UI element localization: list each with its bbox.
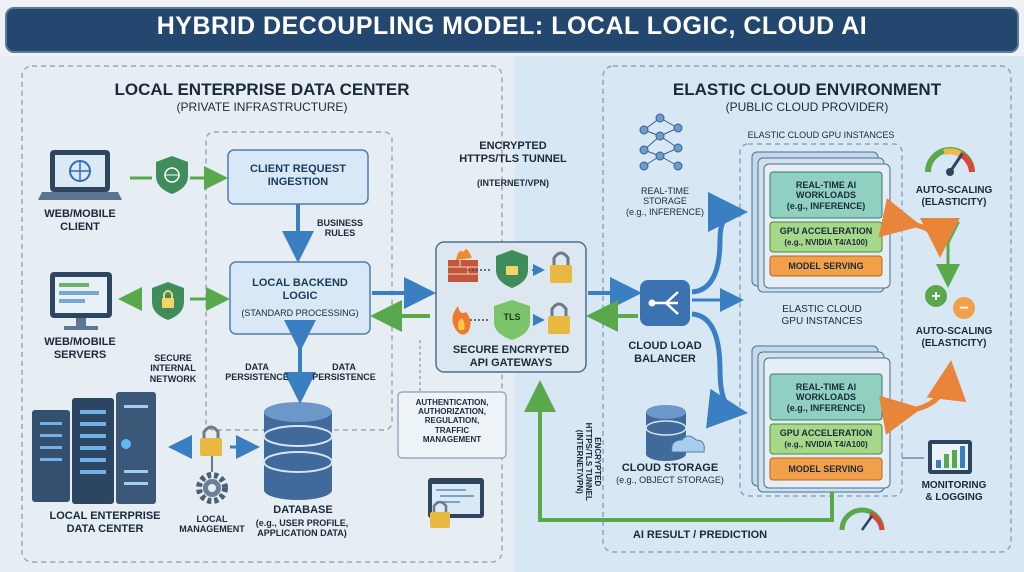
shield-globe-icon — [156, 156, 188, 194]
shield-lock-icon — [152, 282, 184, 320]
gpu-top-label: ELASTIC CLOUD GPU INSTANCES — [747, 130, 895, 140]
neural-network-icon — [639, 113, 683, 171]
data-persistence-right: DATA PERSISTENCE — [312, 362, 376, 383]
padlock-icon — [200, 425, 222, 456]
workloads-top: REAL-TIME AI WORKLOADS (e.g., INFERENCE) — [786, 180, 866, 211]
firewall-icon — [448, 249, 478, 282]
local-management-label: LOCAL MANAGEMENT — [179, 514, 245, 535]
monitoring-label: MONITORING & LOGGING — [921, 480, 987, 503]
padlock-icon — [550, 251, 572, 283]
gpu-accel-bottom: GPU ACCELERATION — [779, 428, 873, 438]
arrow-balancer-to-gpu-top — [691, 192, 748, 295]
padlock-icon — [548, 302, 570, 334]
web-servers-label: WEB/MOBILE SERVERS — [44, 336, 116, 361]
tunnel-vertical-label: ENCRYPTED HTTPS/TLS TUNNEL (INTERNET/VPN… — [574, 422, 602, 501]
database-sub: (e.g., USER PROFILE, APPLICATION DATA) — [255, 518, 349, 539]
shield-tls-icon — [494, 300, 530, 340]
tunnel-top-sub: (INTERNET/VPN) — [477, 178, 549, 188]
web-client-label: WEB/MOBILE CLIENT — [44, 208, 116, 233]
gateways-label: SECURE ENCRYPTED API GATEWAYS — [452, 344, 570, 369]
client-request-label: CLIENT REQUEST INGESTION — [250, 163, 346, 188]
cloud-storage-sub: (e.g., OBJECT STORAGE) — [616, 475, 724, 485]
gpu-frame — [739, 143, 903, 497]
workloads-bottom: REAL-TIME AI WORKLOADS (e.g., INFERENCE) — [786, 382, 866, 413]
cloud-heading: ELASTIC CLOUD ENVIRONMENT — [672, 80, 942, 99]
load-balancer-label: CLOUD LOAD BALANCER — [628, 340, 702, 365]
business-rules-label: BUSINESS RULES — [316, 218, 363, 239]
ai-result-label: AI RESULT / PREDICTION — [632, 529, 768, 541]
data-center-label: LOCAL ENTERPRISE DATA CENTER — [49, 510, 161, 535]
gpu-accel-top: GPU ACCELERATION — [779, 226, 873, 236]
code-lock-icon — [428, 478, 484, 528]
gpu-stack-top — [751, 151, 891, 293]
shield-lock-icon — [496, 250, 528, 288]
autoscaling-top-label: AUTO-SCALING (ELASTICITY) — [915, 185, 993, 208]
database-label: DATABASE — [273, 504, 333, 516]
monitor-icon — [50, 272, 112, 330]
gear-icon — [196, 472, 228, 504]
autoscaling-mid-label: AUTO-SCALING (ELASTICITY) — [915, 326, 993, 349]
arrow-ai-result — [524, 380, 834, 522]
auth-box — [397, 391, 507, 459]
arrow-autoscale-bottom — [878, 360, 967, 435]
secure-network-label: SECURE INTERNAL NETWORK — [149, 353, 197, 384]
laptop-icon — [38, 150, 122, 200]
gpu-accel-sub-top: (e.g., NVIDIA T4/A100) — [784, 238, 868, 247]
gauge-icon — [925, 147, 975, 176]
local-subheading: (PRIVATE INFRASTRUCTURE) — [176, 100, 348, 114]
backend-logic-sub: (STANDARD PROCESSING) — [241, 308, 359, 318]
monitoring-chart-icon — [928, 440, 972, 474]
model-serving-top: MODEL SERVING — [788, 261, 864, 271]
arrow-balancer-to-gpu-bottom — [691, 311, 748, 429]
fire-icon — [452, 306, 471, 335]
svg-text:−: − — [959, 300, 968, 317]
auth-label: AUTHENTICATION, AUTHORIZATION, REGULATIO… — [415, 398, 489, 444]
tunnel-top-label: ENCRYPTED HTTPS/TLS TUNNEL — [459, 140, 567, 165]
tls-badge: TLS — [503, 312, 521, 322]
gpu-stack-bottom — [751, 345, 891, 493]
title-bar — [5, 7, 1019, 53]
model-serving-bottom: MODEL SERVING — [788, 464, 864, 474]
realtime-storage-label: REAL-TIME STORAGE (e.g., INFERENCE) — [625, 186, 704, 217]
gpu-mid-label: ELASTIC CLOUD GPU INSTANCES — [781, 304, 863, 327]
gauge-icon — [839, 507, 885, 531]
cloud-subheading: (PUBLIC CLOUD PROVIDER) — [725, 100, 889, 114]
backend-logic-label: LOCAL BACKEND LOGIC — [252, 277, 348, 302]
database-icon — [263, 402, 333, 500]
gpu-accel-sub-bottom: (e.g., NVIDIA T4/A100) — [784, 440, 868, 449]
cloud-storage-label: CLOUD STORAGE — [621, 462, 719, 474]
server-rack-icon — [32, 392, 156, 504]
scale-icon: + − — [925, 285, 975, 319]
cloud-storage-icon — [645, 405, 705, 461]
local-heading: LOCAL ENTERPRISE DATA CENTER — [114, 80, 410, 99]
svg-text:+: + — [931, 288, 940, 305]
arrow-autoscale-top — [878, 198, 960, 258]
page-title: HYBRID DECOUPLING MODEL: LOCAL LOGIC, CL… — [156, 12, 868, 40]
data-persistence-left: DATA PERSISTENCE — [225, 362, 289, 383]
